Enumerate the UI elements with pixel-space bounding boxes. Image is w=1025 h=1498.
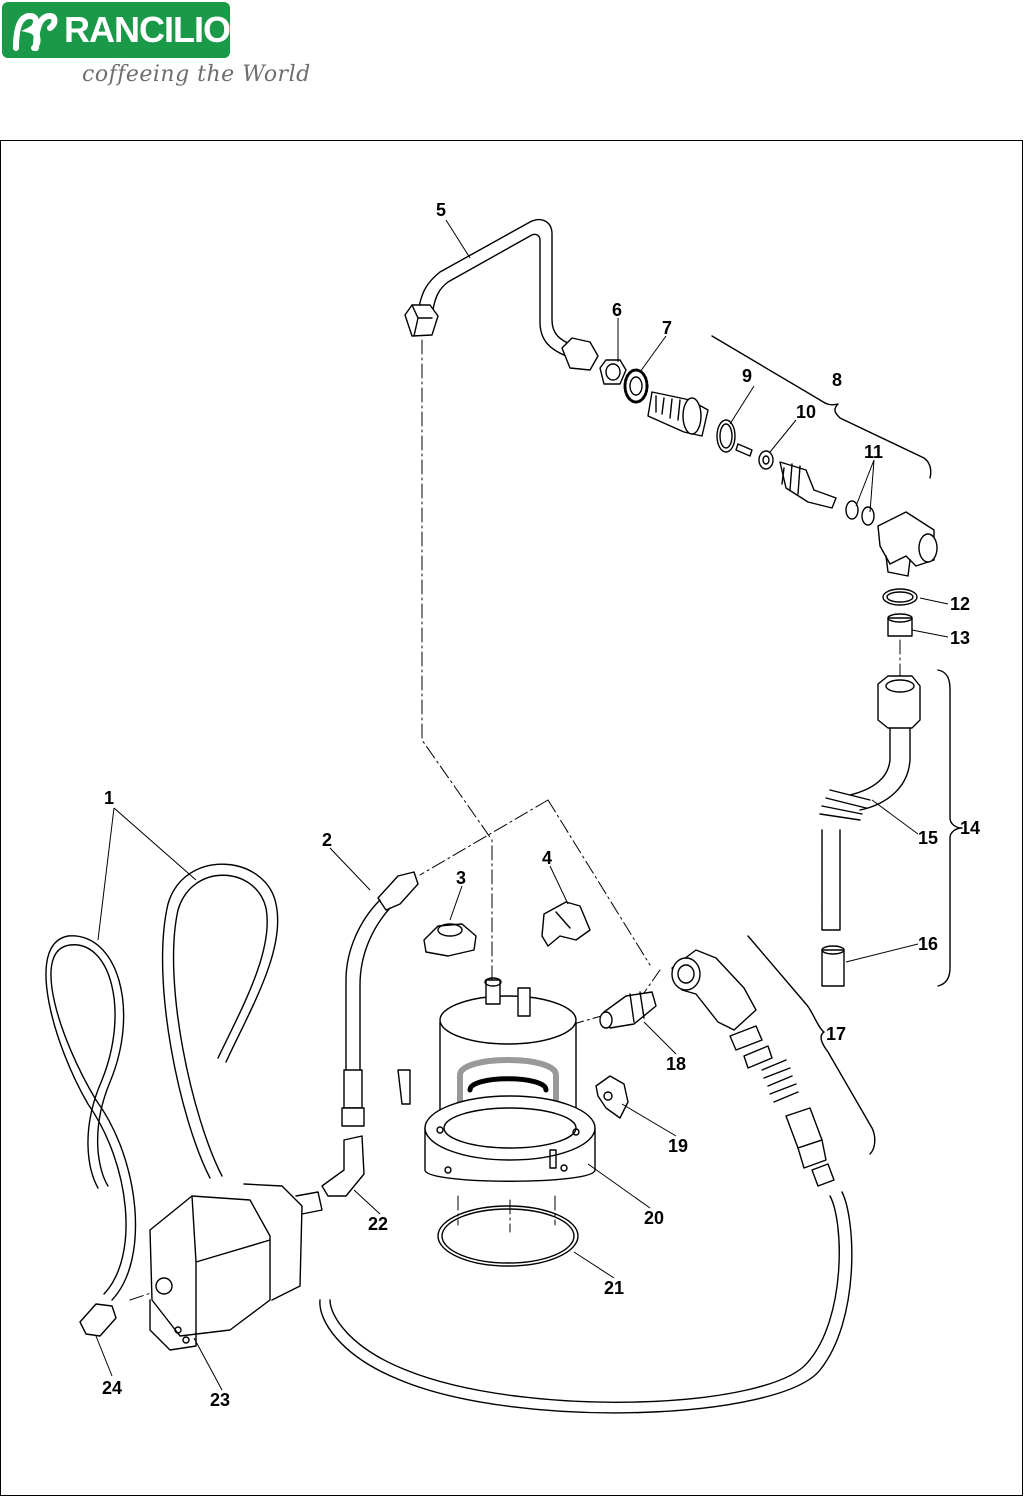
part-5-pipe [404, 218, 599, 371]
callout-labels: 1 2 3 4 5 6 7 8 9 10 11 12 13 14 15 16 1… [102, 200, 980, 1410]
part-3-thermostat [423, 923, 477, 957]
part-4-bracket [541, 901, 591, 947]
callout-8: 8 [832, 370, 842, 390]
callout-15: 15 [918, 828, 938, 848]
part-18-fitting [599, 991, 657, 1029]
assembly-lines [129, 339, 901, 1301]
return-hose [319, 1191, 853, 1414]
part-2-hose [341, 871, 419, 1127]
part-10-washer [758, 450, 774, 470]
leader-lines [95, 219, 949, 1391]
part-screw [397, 1069, 411, 1105]
part-6-nut [599, 359, 627, 385]
brand-logo: RANCILIO [2, 2, 231, 58]
part-8-fitting [647, 391, 709, 437]
callout-14: 14 [960, 818, 980, 838]
part-21-gasket [437, 1205, 579, 1267]
callout-23: 23 [210, 1390, 230, 1410]
part-7-washer [623, 368, 649, 404]
callout-21: 21 [604, 1278, 624, 1298]
callout-12: 12 [950, 594, 970, 614]
part-11-oring-a [845, 500, 859, 520]
callout-24: 24 [102, 1378, 122, 1398]
callout-10: 10 [796, 402, 816, 422]
callout-1: 1 [104, 788, 114, 808]
callout-16: 16 [918, 934, 938, 954]
part-1-tube [45, 863, 279, 1301]
callout-18: 18 [666, 1054, 686, 1074]
part-16-sleeve [821, 949, 845, 987]
callout-6: 6 [612, 300, 622, 320]
part-24-connector [79, 1303, 117, 1337]
callout-19: 19 [668, 1136, 688, 1156]
part-23-pump [149, 1183, 323, 1351]
callout-20: 20 [644, 1208, 664, 1228]
rancilio-logo-icon [13, 12, 58, 51]
callout-11: 11 [864, 442, 883, 462]
part-20-boiler [424, 977, 596, 1182]
part-13-insert [887, 617, 913, 637]
callout-13: 13 [950, 628, 970, 648]
part-9-oring [716, 419, 736, 453]
part-15-pipe [819, 675, 921, 931]
part-22-elbow [321, 1135, 365, 1197]
part-17-valve-assembly [671, 949, 835, 1187]
callout-2: 2 [322, 830, 332, 850]
brand-tagline: coffeeing the World [82, 62, 311, 87]
callout-9: 9 [742, 366, 752, 386]
callout-7: 7 [662, 318, 672, 338]
brand-name: RANCILIO [64, 9, 231, 50]
part-11-oring-b [861, 506, 875, 526]
callout-22: 22 [368, 1214, 388, 1234]
callout-4: 4 [542, 848, 552, 868]
callout-5: 5 [436, 200, 446, 220]
part-12-oring [882, 588, 918, 606]
callout-3: 3 [456, 868, 466, 888]
diagram-frame [0, 140, 1023, 1496]
callout-17: 17 [826, 1024, 846, 1044]
